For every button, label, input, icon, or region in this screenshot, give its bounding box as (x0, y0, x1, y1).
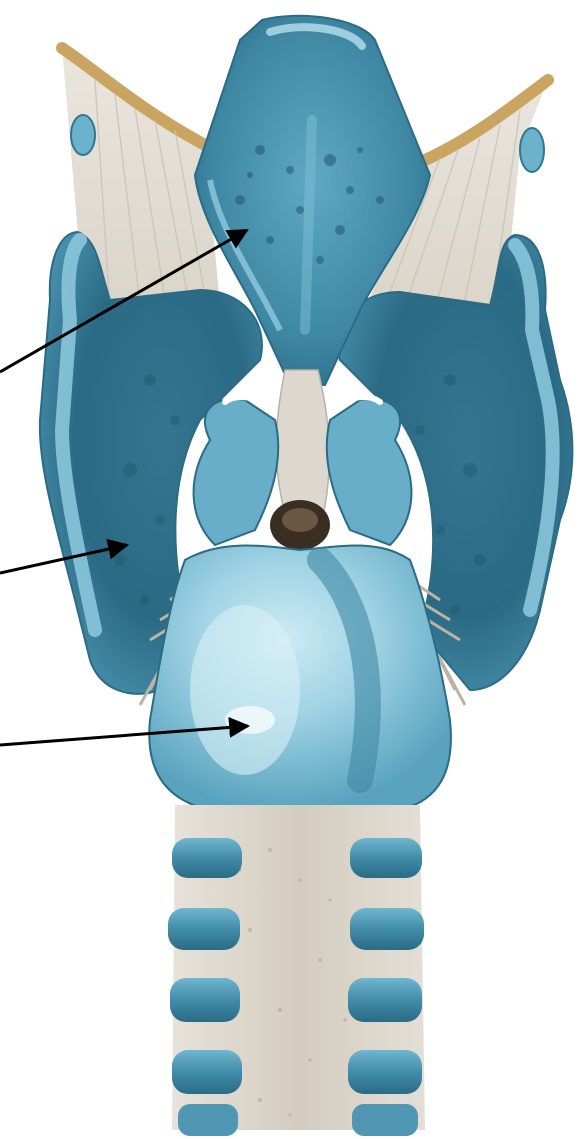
tracheal-ring-left (172, 1050, 242, 1094)
arytenoid-cartilage-left (194, 397, 279, 545)
tracheal-ring-left (172, 838, 242, 878)
tracheal-ring-right (350, 838, 422, 878)
aryepiglottic-tissue (270, 370, 330, 550)
cricoid-cartilage-lamina (149, 546, 451, 810)
triticeous-cartilage-right (520, 128, 544, 172)
arytenoid-cartilage-right (327, 397, 412, 545)
tracheal-ring-left (168, 908, 240, 950)
triticeous-cartilage-left (71, 115, 95, 155)
tracheal-ring-left (170, 978, 240, 1022)
tracheal-ring-right (348, 1050, 422, 1094)
tracheal-ring-right (348, 978, 422, 1022)
tracheal-ring-right (350, 908, 424, 950)
